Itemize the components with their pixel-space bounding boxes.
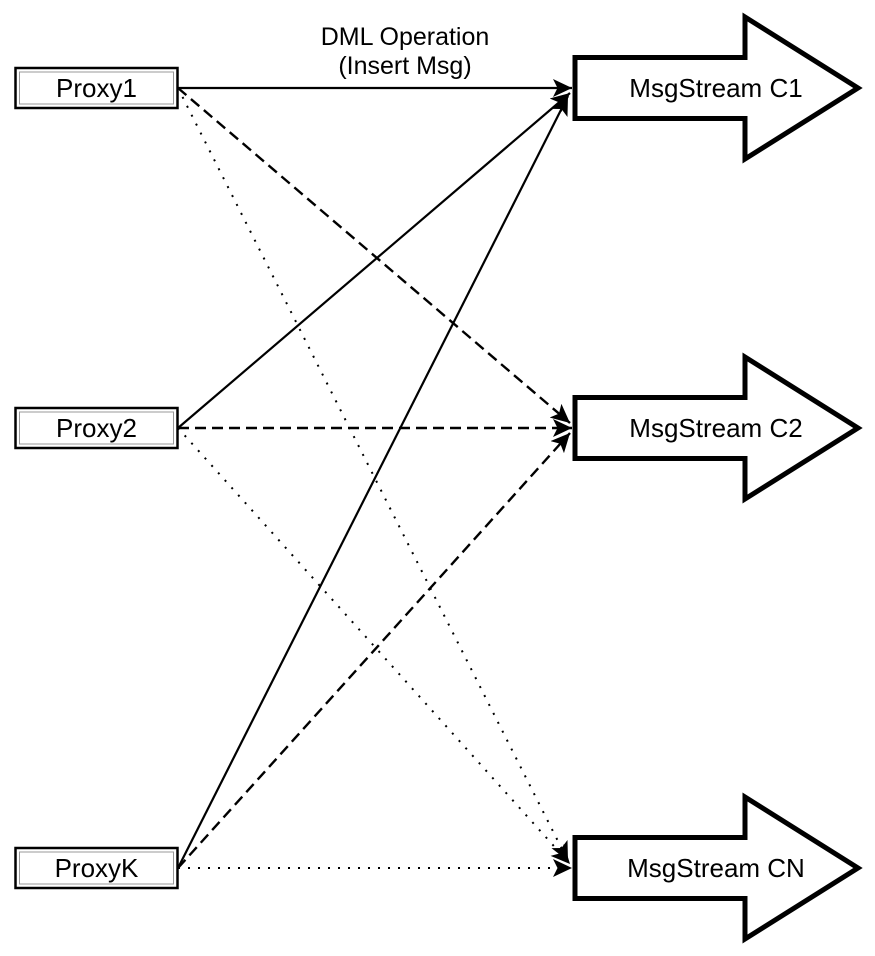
proxy2-label: Proxy2 [56,413,137,443]
proxy2-box [14,406,179,450]
connection-proxy2-msgstream-cn [177,427,571,865]
connection-proxyk-msgstream-c2 [177,432,571,869]
msgstream-c1-arrow-shape [572,12,863,164]
connections [177,79,572,877]
connection-proxyk-msgstream-c1 [177,95,569,869]
dml-operation-annotation: DML Operation (Insert Msg) [321,23,490,80]
connection-proxy2-msgstream-c1 [177,92,571,429]
msgstream-c2-label: MsgStream C2 [629,413,802,443]
proxyk-node: ProxyK [14,846,179,890]
dml-operation-annotation-line2: (Insert Msg) [338,52,471,80]
proxyk-box-inner-outline [19,851,174,885]
proxy1-node: Proxy1 [14,66,179,110]
proxy1-label: Proxy1 [56,73,137,103]
proxy2-node: Proxy2 [14,406,179,450]
connection-proxy1-msgstream-cn [177,87,569,862]
proxy1-box-inner-outline [19,71,174,105]
msgstream-c1-label: MsgStream C1 [629,73,802,103]
msgstream-c2-node: MsgStream C2 [572,352,863,504]
proxyk-box [14,846,179,890]
connection-proxy1-msgstream-c2 [177,87,571,424]
msgstream-c2-arrow-shape [572,352,863,504]
proxy2-box-inner-outline [19,411,174,445]
msgstream-cn-arrow-shape [572,792,863,944]
msgstream-c1-node: MsgStream C1 [572,12,863,164]
msgstream-cn-node: MsgStream CN [572,792,863,944]
dml-operation-annotation-line1: DML Operation [321,23,490,51]
msgstream-cn-label: MsgStream CN [627,853,805,883]
proxy1-box [14,66,179,110]
proxyk-label: ProxyK [55,853,139,883]
